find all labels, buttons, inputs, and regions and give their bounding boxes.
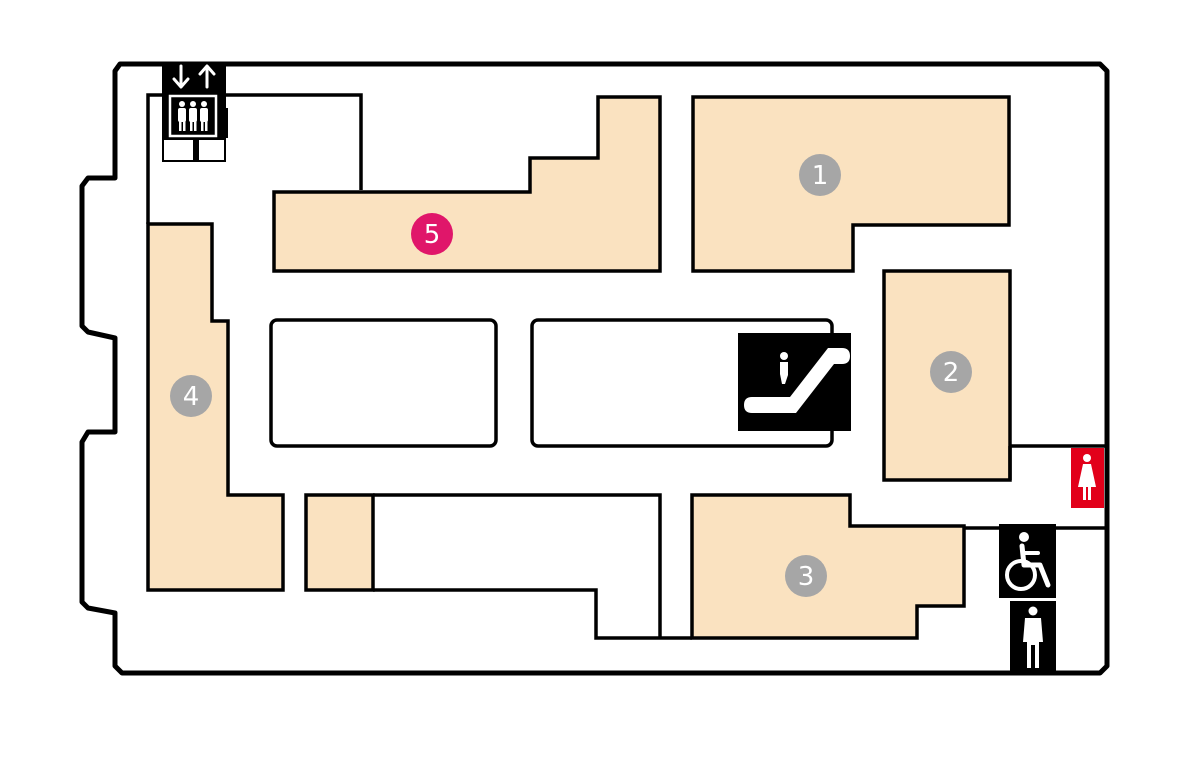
service-corridor-wall: [146, 93, 363, 224]
shop-4-badge[interactable]: 4: [170, 375, 212, 417]
central-island-left: [269, 318, 498, 448]
shop-1-badge[interactable]: 1: [799, 154, 841, 196]
restroom-women-icon[interactable]: [1071, 448, 1104, 508]
wheelchair-icon[interactable]: [999, 524, 1056, 598]
shop-4-badge-circle: [170, 375, 212, 417]
shop-5-badge-circle: [411, 213, 453, 255]
shop-5-number: 5: [424, 220, 441, 250]
shop-3-badge-circle: [785, 555, 827, 597]
shop-1-badge-circle: [799, 154, 841, 196]
shop-5-area[interactable]: [272, 95, 662, 273]
restroom-men-icon[interactable]: [1010, 601, 1056, 671]
elevator-icon[interactable]: [162, 62, 228, 162]
shop-small-area[interactable]: [304, 493, 375, 592]
escalator-icon[interactable]: [738, 333, 851, 431]
shop-4-number: 4: [183, 382, 200, 412]
shop-3-badge[interactable]: 3: [785, 555, 827, 597]
shop-3-area[interactable]: [690, 493, 966, 640]
shop-3-number: 3: [798, 562, 815, 592]
shop-1-area[interactable]: [691, 95, 1011, 273]
shop-5-badge[interactable]: 5: [411, 213, 453, 255]
shop-4-area[interactable]: [146, 222, 285, 592]
shop-1-number: 1: [812, 161, 829, 191]
shop-2-badge-circle: [930, 351, 972, 393]
shop-2-badge[interactable]: 2: [930, 351, 972, 393]
shop-2-number: 2: [943, 358, 960, 388]
lower-wall: [373, 493, 692, 640]
